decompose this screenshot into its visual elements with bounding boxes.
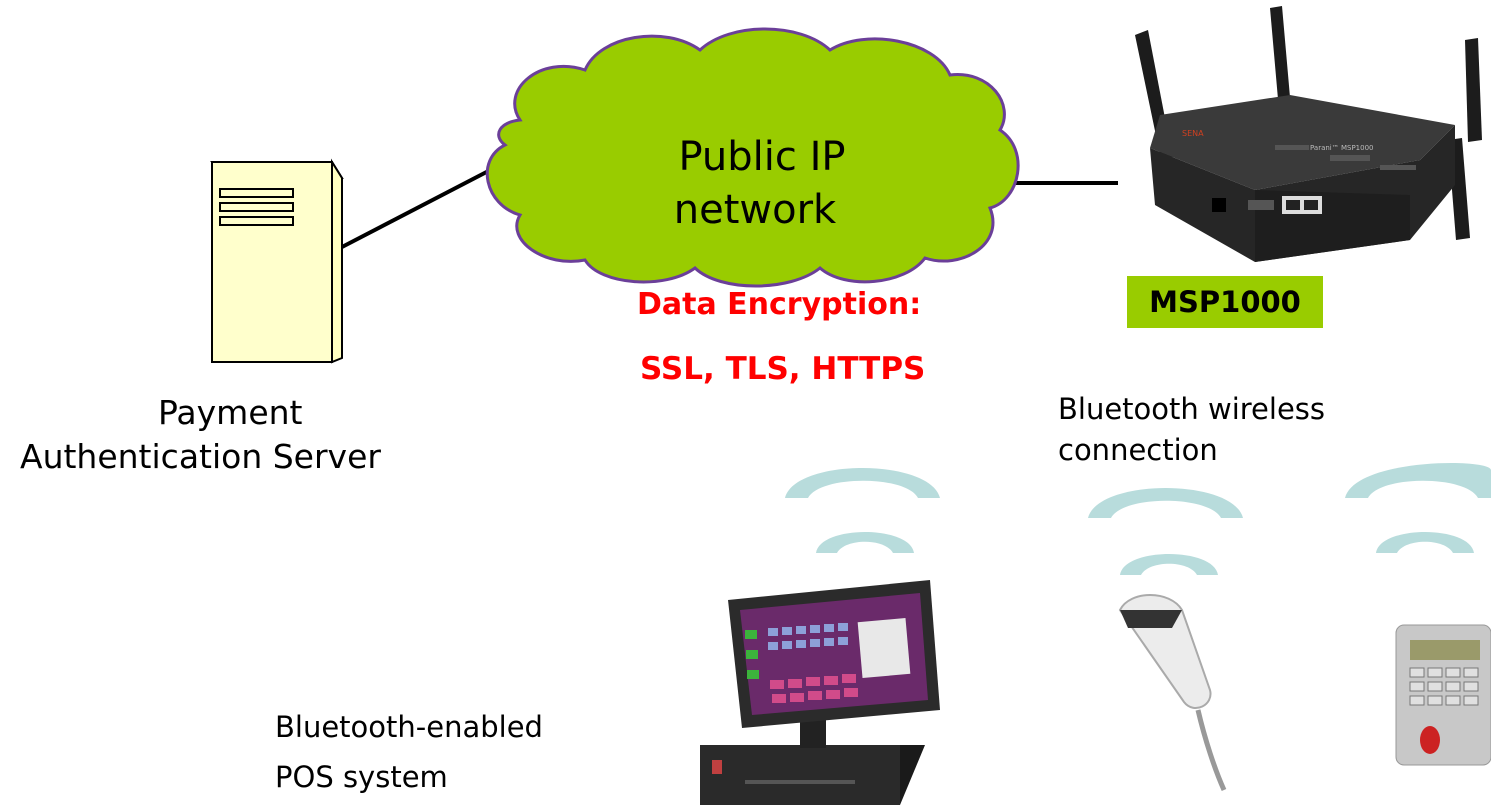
server-cloud-link: [341, 163, 501, 249]
cloud-label-line2: network: [674, 187, 837, 233]
bluetooth-signal-1-icon: [785, 468, 940, 553]
server-label-line2: Authentication Server: [20, 437, 381, 476]
encryption-title: Data Encryption:: [637, 287, 922, 322]
bluetooth-label-line1: Bluetooth wireless: [1058, 392, 1326, 426]
access-point-image: SENA Parani™ MSP1000: [1135, 6, 1482, 262]
ap-brand-text: SENA: [1182, 129, 1204, 138]
cloud-label-line1: Public IP: [678, 134, 845, 180]
bluetooth-label-line2: connection: [1058, 433, 1218, 467]
bluetooth-signal-2-icon: [1088, 488, 1243, 575]
ap-model-text: Parani™ MSP1000: [1310, 144, 1374, 152]
server-label-line1: Payment: [158, 393, 303, 432]
pos-terminal-image: [700, 580, 940, 805]
cloud-shape: [485, 27, 1020, 288]
bluetooth-signal-3-icon: [1345, 463, 1491, 553]
keypad-terminal-image: [1395, 624, 1491, 766]
pos-label-line2: POS system: [275, 760, 448, 794]
encryption-protocols: SSL, TLS, HTTPS: [640, 351, 926, 387]
barcode-scanner-image: [1118, 594, 1227, 792]
pos-label-line1: Bluetooth-enabled: [275, 710, 543, 744]
server-icon: [210, 158, 344, 364]
msp1000-label: MSP1000: [1127, 276, 1323, 328]
